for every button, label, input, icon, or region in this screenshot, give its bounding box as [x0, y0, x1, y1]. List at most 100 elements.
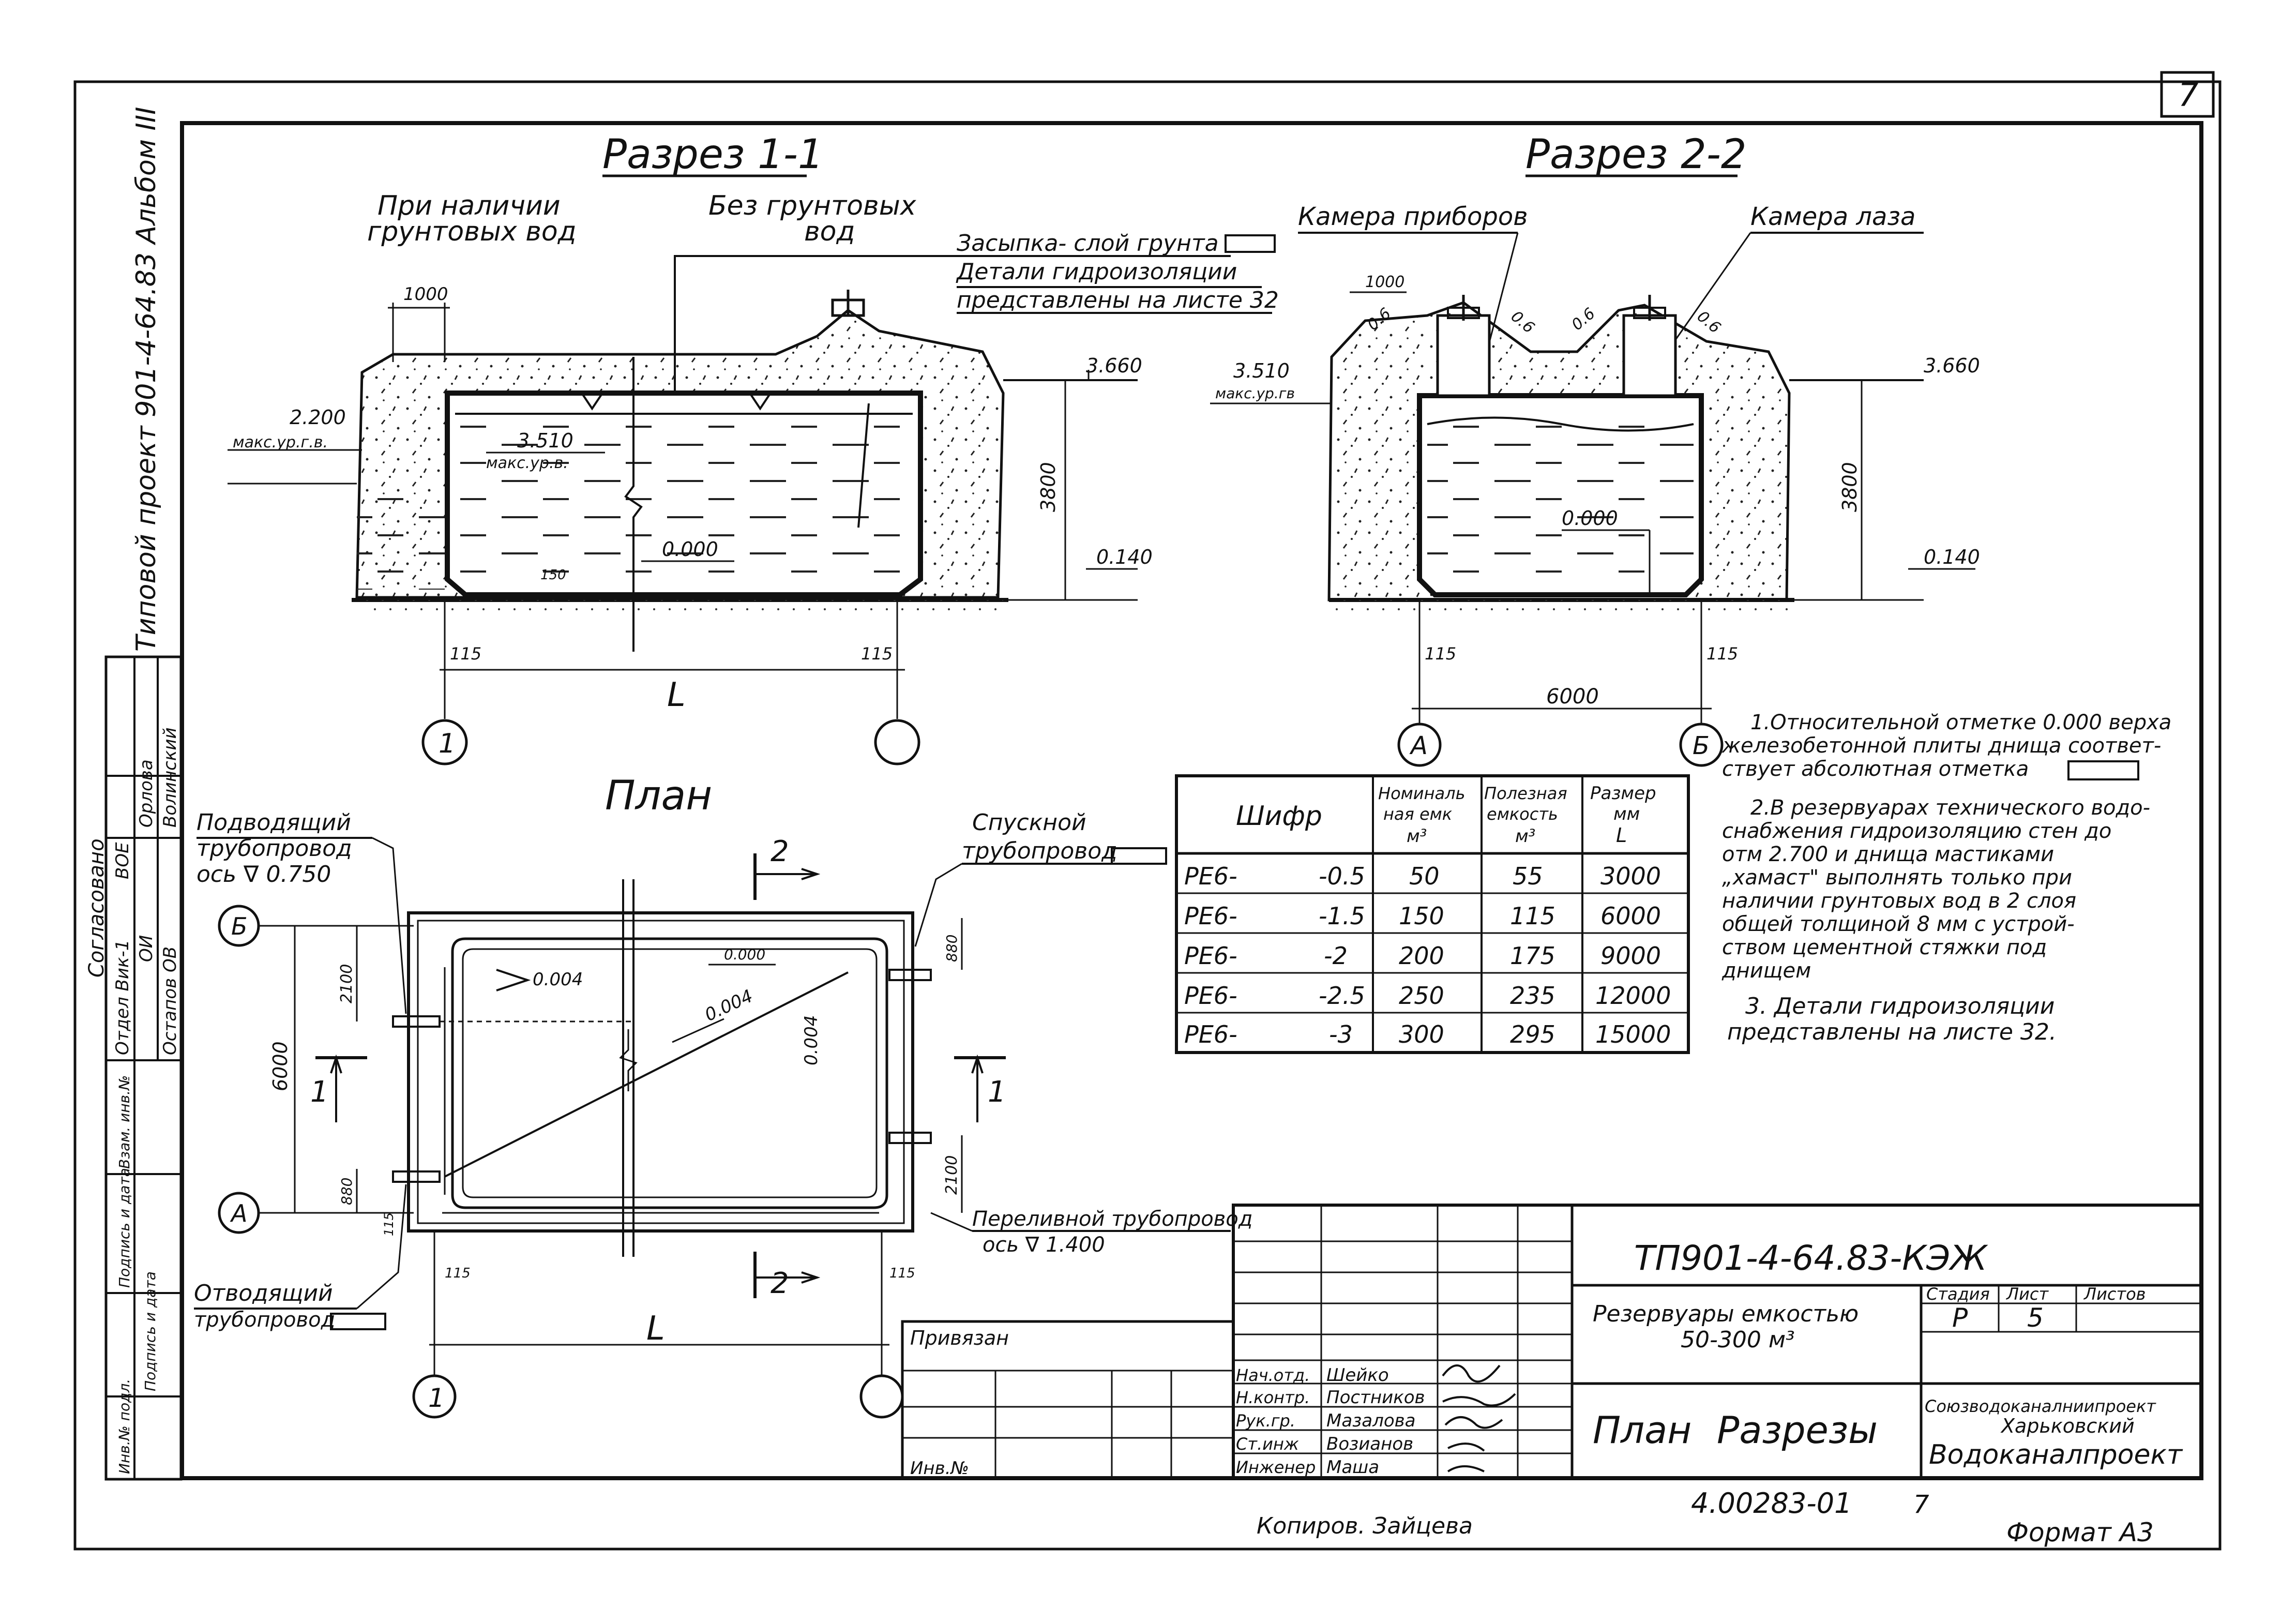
- section-2-height: 3800: [1838, 462, 1861, 512]
- section-2-slope-2: 0.6: [1507, 307, 1538, 337]
- section-2-level-bottom: 0.140: [1924, 546, 1980, 568]
- title-org-1: Союзводоканалниипроект: [1925, 1396, 2156, 1416]
- table-row-4-size: 12000: [1595, 982, 1671, 1010]
- plan-drain-2: трубопровод: [962, 838, 1117, 864]
- footer-format: Формат А3: [2006, 1517, 2154, 1547]
- note-line-11: днищем: [1721, 959, 1811, 983]
- plan-title: План: [605, 773, 712, 819]
- sheet-number: 7: [2178, 76, 2198, 114]
- section-2-dim-115b: 115: [1706, 644, 1738, 664]
- title-sheets-label: Листов: [2083, 1284, 2146, 1304]
- plan-dim-2100b: 2100: [943, 1155, 961, 1195]
- table-row-1-suffix: -0.5: [1319, 862, 1365, 890]
- plan-overflow-1: Переливной трубопровод: [972, 1207, 1252, 1231]
- plan-dim-115-b: 115: [889, 1266, 915, 1281]
- note-line-4: 2.В резервуарах технического водо-: [1750, 796, 2150, 820]
- section-2-axis-b: Б: [1693, 731, 1710, 760]
- title-drawing-1: План: [1593, 1408, 1691, 1452]
- plan-outlet-2: трубопровод: [194, 1308, 335, 1332]
- table-row-4-nom: 250: [1399, 982, 1444, 1010]
- table-row-2-use: 115: [1510, 902, 1555, 930]
- footer-num: 7: [1913, 1490, 1929, 1519]
- section-1-max-gw: макс.ур.г.в.: [233, 433, 328, 452]
- plan-drain-1: Спускной: [972, 809, 1086, 836]
- table-row-4-code: РЕ6-: [1184, 982, 1237, 1010]
- title-org-2: Харьковский: [2000, 1415, 2135, 1437]
- table-header-size: Размер: [1590, 783, 1656, 804]
- section-1-height: 3800: [1037, 462, 1060, 512]
- note-line-13: представлены на листе 32.: [1727, 1019, 2057, 1045]
- section-2-dim-115a: 115: [1425, 644, 1456, 664]
- plan-dim-880a: 880: [338, 1178, 355, 1205]
- title-stage-label: Стадия: [1926, 1284, 1990, 1304]
- plan-cut-2-bottom: 2: [771, 1267, 789, 1300]
- table-row-4-use: 235: [1510, 982, 1555, 1010]
- title-object-1: Резервуары емкостью: [1593, 1301, 1859, 1327]
- title-block: ТП901-4-64.83-КЭЖ Привязан Инв.№ Нач.отд…: [901, 1204, 2203, 1480]
- section-2-2: Разрез 2-2 Камера приборов Камера лаза 0…: [1210, 131, 1980, 767]
- title-name-1: Шейко: [1326, 1365, 1389, 1386]
- section-1-waterproof-2: представлены на листе 32: [957, 287, 1279, 313]
- footer-code: 4.00283-01: [1691, 1487, 1852, 1520]
- section-1-dim-115b: 115: [861, 644, 893, 664]
- table-row-3-code: РЕ6-: [1184, 942, 1237, 970]
- section-2-slope-4: 0.6: [1694, 307, 1724, 337]
- section-1-axis-1: 1: [439, 728, 456, 759]
- plan-dim-880b: 880: [943, 935, 960, 962]
- plan-level: 0.000: [724, 946, 765, 963]
- plan-span: L: [646, 1310, 665, 1348]
- note-line-6: отм 2.700 и днища мастиками: [1722, 843, 2054, 866]
- section-1-level-2200: 2.200: [290, 406, 346, 429]
- title-name-4: Возианов: [1326, 1434, 1413, 1454]
- table-row-5-nom: 300: [1399, 1020, 1444, 1048]
- section-1-waterproof-1: Детали гидроизоляции: [956, 259, 1237, 285]
- table-header-nominal-2: ная емк: [1383, 804, 1453, 824]
- section-1-1: Разрез 1-1 При наличии грунтовых вод Без…: [228, 131, 1279, 765]
- note-line-2: железобетонной плиты днища соответ-: [1721, 734, 2161, 758]
- section-2-level-3510: 3.510: [1233, 359, 1290, 382]
- table-row-3-suffix: -2: [1324, 942, 1348, 970]
- section-2-level-zero: 0.000: [1562, 507, 1618, 530]
- approval-dept-2: ОИ: [136, 935, 157, 962]
- plan-cut-1-left: 1: [310, 1075, 329, 1109]
- note-line-5: снабжения гидроизоляцию стен до: [1722, 819, 2111, 843]
- section-2-slope-3: 0.6: [1568, 305, 1599, 334]
- notes: 1.Относительной отметке 0.000 верха желе…: [1721, 711, 2171, 1045]
- section-1-backfill: Засыпка- слой грунта: [957, 230, 1219, 257]
- note-line-10: ством цементной стяжки под: [1722, 936, 2047, 959]
- section-2-span: 6000: [1546, 685, 1599, 709]
- section-1-dim-1000: 1000: [403, 284, 448, 305]
- plan-dim-6000: 6000: [269, 1041, 292, 1091]
- table-row-3-nom: 200: [1399, 942, 1444, 970]
- plan-axis-a: А: [230, 1199, 247, 1227]
- section-2-dim-1000: 1000: [1365, 273, 1404, 291]
- table-row-2-nom: 150: [1399, 902, 1444, 930]
- table-row-1-nom: 50: [1409, 862, 1440, 890]
- table-row-1-use: 55: [1513, 862, 1543, 890]
- title-sheet-label: Лист: [2006, 1284, 2049, 1304]
- table-row-3-use: 175: [1510, 942, 1555, 970]
- footer: 4.00283-01 7 Копиров. Зайцева Формат А3: [1257, 1487, 2154, 1547]
- note-line-9: общей толщиной 8 мм с устрой-: [1722, 912, 2075, 936]
- title-role-4: Ст.инж: [1236, 1434, 1299, 1454]
- plan-overflow-2: ось ∇ 1.400: [983, 1233, 1105, 1257]
- plan-axis-1: 1: [428, 1383, 445, 1413]
- table-header-useful-3: м³: [1515, 826, 1535, 847]
- side-stamp: Типовой проект 901-4-64.83 Альбом III: [131, 107, 162, 652]
- note-line-1: 1.Относительной отметке 0.000 верха: [1750, 711, 2171, 734]
- title-binding: Привязан: [910, 1327, 1009, 1349]
- section-1-level-3510: 3.510: [517, 429, 573, 452]
- footer-copied: Копиров. Зайцева: [1257, 1513, 1473, 1539]
- title-org-3: Водоканалпроект: [1929, 1439, 2183, 1470]
- stamp-replace-inv: Взам. инв.№: [116, 1075, 133, 1169]
- table-row-5-suffix: -3: [1329, 1020, 1353, 1048]
- section-2-manhole-chamber: Камера лаза: [1750, 202, 1915, 231]
- table-row-4-suffix: -2.5: [1319, 982, 1365, 1010]
- title-role-5: Инженер: [1236, 1457, 1316, 1477]
- table-header-nominal-3: м³: [1407, 826, 1427, 847]
- plan-dim-115-a: 115: [445, 1266, 471, 1281]
- stamp-inv-orig: Инв.№ подл.: [116, 1379, 133, 1474]
- table-header-useful: Полезная: [1484, 784, 1567, 803]
- approval-role-2: Орлова: [136, 759, 157, 828]
- section-2-max-gw: макс.ур.гв: [1215, 385, 1295, 402]
